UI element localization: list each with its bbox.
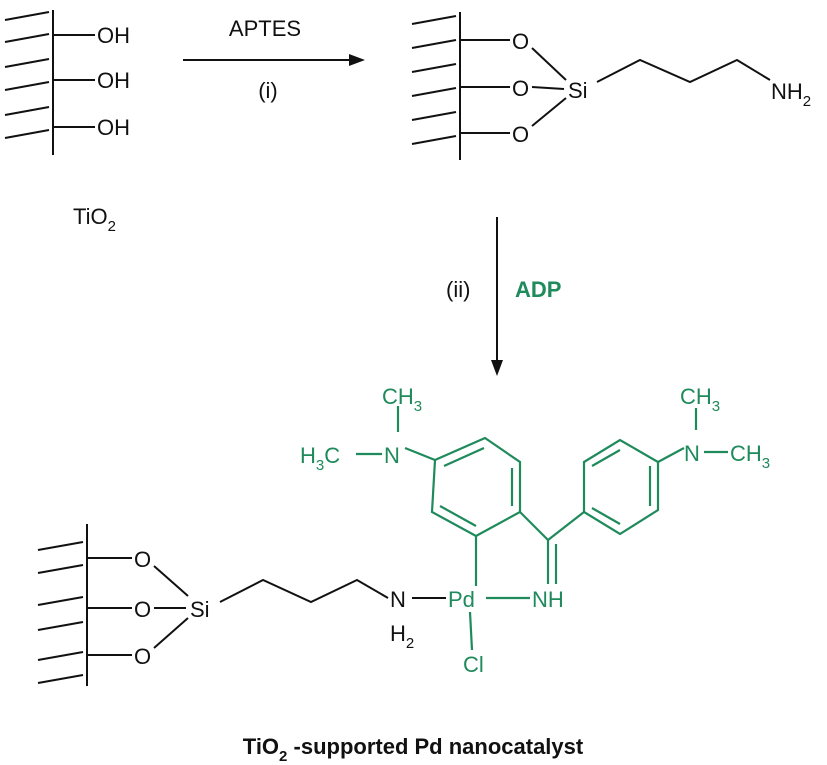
surface-hatching (4, 11, 50, 139)
n-dimethyl-nitrogen: N (684, 441, 700, 466)
oxygen-label: O (134, 547, 151, 572)
step-i-label: (i) (258, 78, 278, 103)
surface-hatching (411, 15, 457, 145)
imine-nh-label: NH (532, 587, 564, 612)
methyl-label: CH3 (680, 384, 720, 415)
silicon-label: Si (568, 78, 588, 103)
oxygen-label: O (134, 644, 151, 669)
methyl-label: CH3 (382, 384, 422, 415)
figure-caption: TiO2 -supported Pd nanocatalyst (243, 734, 584, 765)
oxygen-label: O (134, 597, 151, 622)
tio2-surface-hydroxyl: OH OH OH TiO2 (4, 10, 130, 235)
silicon-label: Si (190, 597, 210, 622)
oxygen-label: O (512, 122, 529, 147)
amine-label: NH2 (771, 79, 811, 110)
palladium-label: Pd (448, 587, 475, 612)
methyl-label: CH3 (730, 441, 770, 472)
step-ii-label: (ii) (446, 277, 470, 302)
right-aryl-ring (582, 438, 660, 536)
aptes-functionalized-surface: O O O Si NH2 (411, 12, 811, 160)
methyl-label: H3C (300, 443, 340, 474)
support-label: TiO2 (73, 204, 116, 235)
hydroxyl-label: OH (97, 68, 130, 93)
chloride-label: Cl (463, 652, 484, 677)
hydroxyl-label: OH (97, 115, 130, 140)
step-i-arrow: APTES (i) (183, 16, 365, 103)
reagent-adp: ADP (515, 277, 561, 302)
reagent-aptes: APTES (229, 16, 301, 41)
amine-n-label: N (390, 587, 406, 612)
surface-hatching (37, 541, 84, 684)
hydroxyl-label: OH (97, 23, 130, 48)
amine-h2-label: H2 (390, 621, 414, 652)
supported-pd-complex: O O O Si N H2 Pd NH Cl N CH3 H3C (37, 384, 770, 686)
oxygen-label: O (512, 76, 529, 101)
oxygen-label: O (512, 29, 529, 54)
n-dimethyl-nitrogen: N (384, 443, 400, 468)
step-ii-arrow: (ii) ADP (446, 217, 561, 376)
